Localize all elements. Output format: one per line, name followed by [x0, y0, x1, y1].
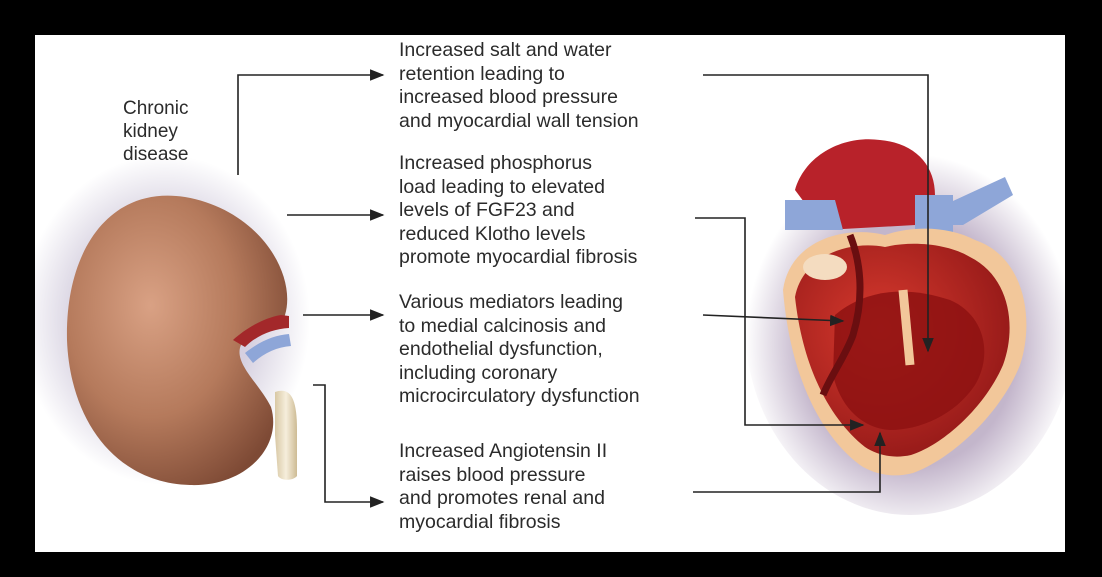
effect-phosphorus-text: Increased phosphorus load leading to ele… [399, 152, 637, 270]
effect-mediators-text: Various mediators leading to medial calc… [399, 291, 640, 409]
disease-label: Chronic kidney disease [123, 97, 189, 166]
kidney-illustration [35, 155, 310, 485]
effect-salt-water-text: Increased salt and water retention leadi… [399, 39, 639, 133]
effect-angiotensin-text: Increased Angiotensin II raises blood pr… [399, 440, 607, 534]
diagram-panel: Chronic kidney disease Increased salt an… [35, 35, 1065, 552]
heart-illustration [745, 135, 1065, 515]
